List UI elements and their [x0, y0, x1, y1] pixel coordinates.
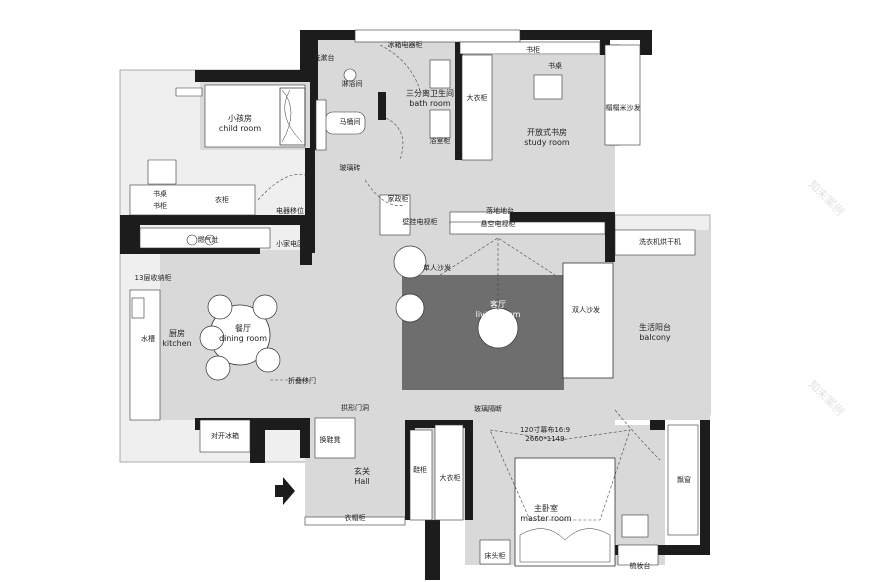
small-appliance-label: 小家电区	[276, 239, 304, 248]
double-sofa-label: 双人沙发	[572, 305, 600, 314]
side-table	[395, 293, 425, 323]
dining-chair	[199, 325, 225, 351]
fridge-area-label: 冰箱电器柜	[388, 40, 423, 49]
watermark: 知末案例	[806, 377, 847, 418]
low-table-label: 落地地台	[486, 206, 514, 215]
dining-label-en: dining room	[219, 334, 267, 343]
hall-label-cn: 玄关	[354, 466, 370, 476]
screen-dim-label: 2660*1149	[525, 435, 564, 443]
bedside-table-label: 床头柜	[485, 551, 506, 560]
bookcase-label: 书柜	[153, 201, 167, 210]
tatami-sofa-label: 榻榻米沙发	[606, 103, 641, 112]
dining-chair	[252, 294, 278, 320]
study-label-cn: 开放式书房	[527, 127, 567, 137]
study-chair	[533, 74, 563, 100]
single-sofa	[393, 245, 427, 279]
balcony-label-en: balcony	[639, 333, 671, 342]
top-cabinets	[129, 29, 699, 566]
master-label-en: master room	[520, 514, 572, 523]
double-fridge-label: 对开冰箱	[211, 431, 239, 440]
master-bed	[514, 457, 616, 567]
washbasin-1	[429, 59, 451, 89]
watermark: 知末案例	[806, 177, 847, 218]
glass-brick-label: 玻璃砖	[340, 163, 361, 172]
child-chair	[147, 159, 177, 185]
washbasin-2	[429, 109, 451, 139]
hall-wardrobe-label: 衣帽柜	[345, 513, 366, 522]
bath-label-en: bath room	[409, 99, 451, 108]
folding-door-label: 折叠移门	[288, 376, 316, 385]
desk-label: 书桌	[153, 189, 167, 198]
bath-label-cn: 三分离卫生间	[406, 88, 454, 98]
living-label-cn: 客厅	[490, 299, 506, 309]
dining-label-cn: 餐厅	[235, 324, 251, 333]
washbasin-label: 洗漱台	[314, 53, 335, 62]
child-room-label-cn: 小孩房	[228, 113, 252, 123]
sink-label: 水槽	[141, 334, 155, 343]
dining-chair	[207, 294, 233, 320]
bay-window-label: 飘窗	[677, 475, 691, 484]
floor-drain	[343, 68, 357, 82]
shower-label: 淋浴间	[342, 79, 363, 88]
bath-cabinet-label: 浴室柜	[430, 136, 451, 145]
bedside-table	[479, 539, 511, 565]
cabinet13-label: 13层收纳柜	[135, 273, 172, 282]
living-label-en: living room	[476, 310, 521, 319]
wardrobe2-label: 衣柜	[215, 195, 229, 204]
child-bed	[204, 84, 306, 148]
wardrobe2-master-label: 大衣柜	[440, 473, 461, 482]
display-label: 电器移位	[276, 206, 304, 215]
child-room-label-en: child room	[219, 124, 261, 133]
washer-label: 洗衣机烘干机	[639, 237, 681, 246]
home-cabinet-label: 家政柜	[388, 194, 409, 203]
single-sofa-label: 单人沙发	[423, 263, 451, 272]
bedside-stool	[621, 514, 649, 538]
kitchen-label-en: kitchen	[162, 339, 191, 348]
dresser-label: 梳妆台	[630, 561, 651, 570]
screen-label: 120寸幕布16:9	[520, 425, 570, 434]
shoe-cabinet-label: 鞋柜	[413, 465, 427, 474]
kitchen-label-cn: 厨房	[169, 328, 185, 338]
glass-partition-label: 玻璃隔断	[474, 404, 502, 413]
balcony-floor	[610, 230, 710, 420]
master-label-cn: 主卧室	[534, 503, 558, 513]
double-sofa	[562, 262, 614, 379]
study-label-en: study room	[524, 138, 570, 147]
hall-label-en: Hall	[354, 477, 369, 486]
dining-chair	[205, 355, 231, 381]
balcony-label-cn: 生活阳台	[639, 322, 671, 332]
arch-door-label: 拱形门洞	[341, 403, 369, 412]
desk-top-label: 书桌	[548, 61, 562, 70]
dining-chair	[255, 347, 281, 373]
tv-shelf-label: 壁挂电视柜	[403, 217, 438, 226]
wardrobe-label: 大衣柜	[467, 93, 488, 102]
bookshelf-top-label: 书柜	[526, 45, 540, 54]
shoe-stool-label: 换鞋凳	[320, 435, 341, 444]
toilet-label: 马桶间	[340, 117, 361, 126]
tv-wall-label: 悬空电视柜	[481, 219, 516, 228]
stove-label: 燃气灶	[198, 235, 219, 244]
entrance-arrow	[275, 477, 295, 505]
